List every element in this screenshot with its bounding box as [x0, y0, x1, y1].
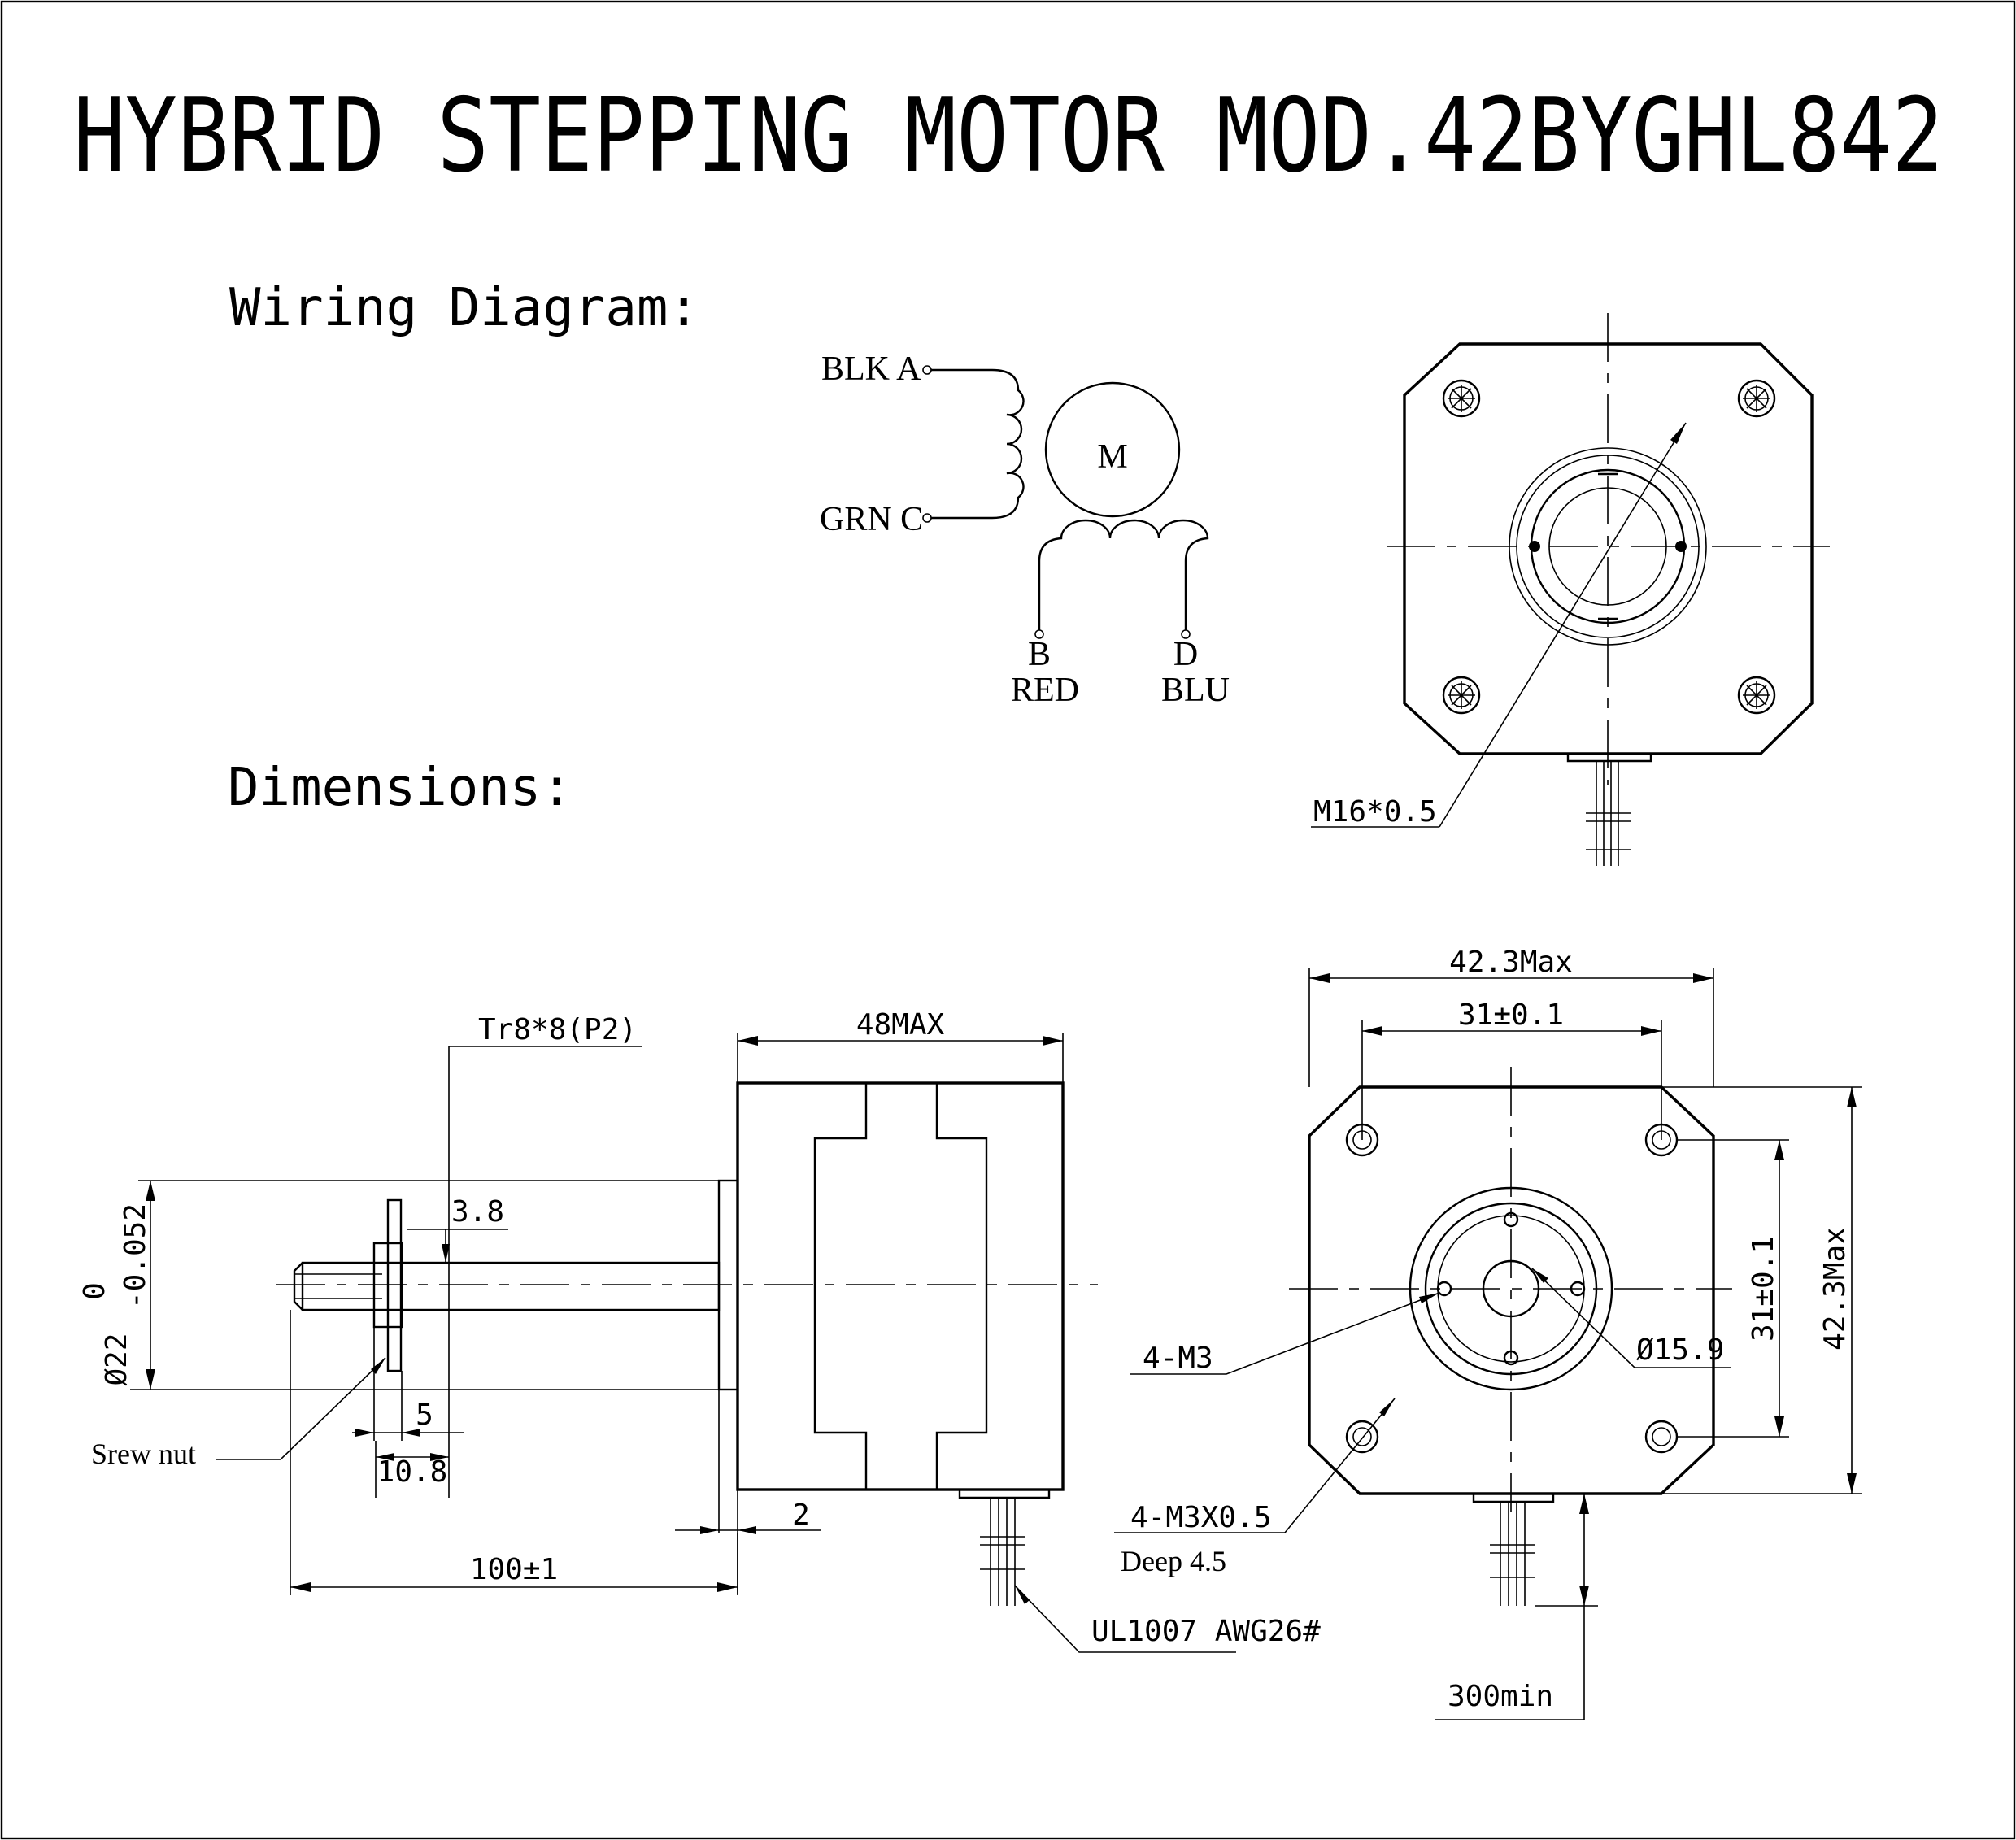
depth-label: Deep 4.5 — [1121, 1545, 1226, 1577]
dim-hole-pitch-v: 31±0.1 — [1747, 1236, 1780, 1342]
dim-nut-width: 5 — [416, 1398, 433, 1432]
lead-b-color: RED — [1011, 672, 1079, 709]
dim-height-max: 42.3Max — [1818, 1227, 1852, 1351]
dim-flange-gap: 3.8 — [451, 1195, 504, 1229]
screw-nut-label: Srew nut — [91, 1438, 196, 1470]
side-view: 48MAX Tr8*8(P2) 3.8 0 -0.052 Ø22 5 10.8 … — [78, 1008, 1321, 1653]
lead-b-letter: B — [1028, 636, 1051, 673]
cable-spec-label: UL1007 AWG26# — [1091, 1615, 1321, 1648]
terminal-d — [1181, 629, 1191, 639]
thread-label: M16*0.5 — [1313, 795, 1437, 829]
coil-b-d — [1038, 519, 1209, 630]
front-view-top: M16*0.5 — [1311, 313, 1830, 866]
motor-symbol-label: M — [1097, 438, 1127, 476]
motor-symbol-circle — [1044, 381, 1181, 518]
stator-profile — [813, 1083, 988, 1490]
dim-shaft-length: 100±1 — [470, 1553, 558, 1586]
front-view: 42.3Max 31±0.1 31±0.1 42.3Max Ø15.9 4-M3… — [1114, 946, 1862, 1720]
dim-dia-tol-upper: 0 — [78, 1282, 111, 1300]
dim-width-max: 42.3Max — [1449, 946, 1573, 979]
dimensions-section-label: Dimensions: — [228, 758, 573, 818]
terminal-a — [922, 365, 932, 375]
terminal-c — [922, 513, 932, 523]
dim-dia-tol-lower: -0.052 — [119, 1203, 152, 1309]
dim-hole-pitch-h: 31±0.1 — [1458, 998, 1564, 1032]
lead-d-letter: D — [1173, 636, 1198, 673]
mount-holes-top — [1442, 379, 1776, 715]
lead-length-label: 300min — [1448, 1680, 1553, 1713]
wiring-diagram: M BLK A GRN C B RED D BLU — [820, 350, 1230, 709]
dim-nut-total: 10.8 — [377, 1455, 448, 1489]
motor-body — [736, 1081, 1065, 1491]
lead-d-color: BLU — [1161, 672, 1230, 709]
lead-screw — [301, 1261, 721, 1311]
dim-body-length: 48MAX — [856, 1008, 945, 1042]
drawing-title: HYBRID STEPPING MOTOR MOD.42BYGHL842 — [73, 76, 1944, 195]
motor-face-outline — [1403, 342, 1814, 755]
lead-a-label: BLK A — [821, 350, 921, 388]
dim-diameter: Ø22 — [100, 1333, 133, 1385]
coil-a-c — [931, 368, 1025, 520]
terminal-b — [1034, 629, 1044, 639]
wiring-section-label: Wiring Diagram: — [229, 278, 699, 338]
dim-shaft-step: 2 — [792, 1499, 810, 1532]
dim-screw-spec: Tr8*8(P2) — [478, 1013, 637, 1046]
tapped-holes-label: 4-M3X0.5 — [1130, 1501, 1271, 1534]
dim-boss-diameter: Ø15.9 — [1636, 1333, 1724, 1367]
boss-outer — [1409, 1186, 1613, 1391]
lead-c-label: GRN C — [820, 501, 923, 538]
screws-label: 4-M3 — [1143, 1342, 1213, 1375]
